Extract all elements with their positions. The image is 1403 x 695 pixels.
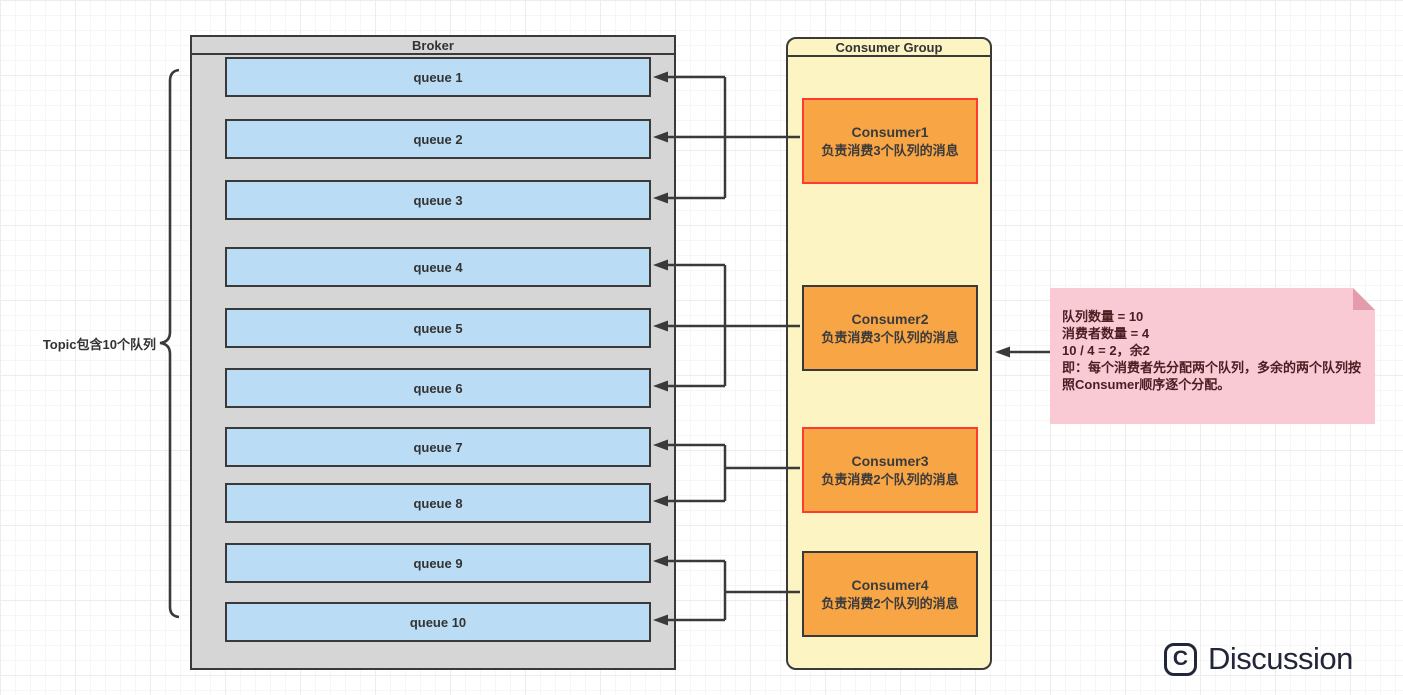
queue-box-3: queue 3 — [225, 180, 651, 220]
consumer-box-3: Consumer3 负责消费2个队列的消息 — [802, 427, 978, 513]
consumer-name: Consumer2 — [851, 310, 929, 327]
watermark-logo: C Discussion — [1164, 641, 1353, 677]
consumer-group-title: Consumer Group — [788, 39, 990, 57]
queue-box-1: queue 1 — [225, 57, 651, 97]
consumer-box-2: Consumer2 负责消费3个队列的消息 — [802, 285, 978, 371]
queue-box-7: queue 7 — [225, 427, 651, 467]
note-line: 消费者数量 = 4 — [1062, 326, 1150, 341]
queue-box-6: queue 6 — [225, 368, 651, 408]
consumer-name: Consumer3 — [851, 452, 929, 469]
consumer-desc: 负责消费3个队列的消息 — [821, 142, 959, 158]
broker-title: Broker — [192, 37, 674, 55]
consumer-name: Consumer4 — [851, 576, 929, 593]
consumer-desc: 负责消费3个队列的消息 — [821, 329, 959, 345]
note-folded-corner-icon — [1353, 288, 1375, 310]
note-line: 即：每个消费者先分配两个队列，多余的两个队列按照Consumer顺序逐个分配。 — [1062, 360, 1362, 392]
note-line: 10 / 4 = 2，余2 — [1062, 343, 1150, 358]
broker-container: Broker queue 1 queue 2 queue 3 queue 4 q… — [190, 35, 676, 670]
queue-box-8: queue 8 — [225, 483, 651, 523]
queue-box-4: queue 4 — [225, 247, 651, 287]
queue-box-2: queue 2 — [225, 119, 651, 159]
logo-letter: C — [1172, 647, 1189, 670]
consumer-box-4: Consumer4 负责消费2个队列的消息 — [802, 551, 978, 637]
consumer-desc: 负责消费2个队列的消息 — [821, 595, 959, 611]
consumer-box-1: Consumer1 负责消费3个队列的消息 — [802, 98, 978, 184]
consumer-group-container: Consumer Group Consumer1 负责消费3个队列的消息 Con… — [786, 37, 992, 670]
watermark-label: Discussion — [1208, 641, 1353, 676]
consumer-name: Consumer1 — [851, 123, 929, 140]
note-line: 队列数量 = 10 — [1062, 309, 1144, 324]
topic-label: Topic包含10个队列 — [42, 337, 156, 352]
allocation-note: 队列数量 = 10 消费者数量 = 4 10 / 4 = 2，余2 即：每个消费… — [1050, 288, 1375, 424]
queue-box-5: queue 5 — [225, 308, 651, 348]
queue-box-9: queue 9 — [225, 543, 651, 583]
consumer-desc: 负责消费2个队列的消息 — [821, 471, 959, 487]
queue-box-10: queue 10 — [225, 602, 651, 642]
discussion-logo-icon: C — [1164, 642, 1197, 676]
